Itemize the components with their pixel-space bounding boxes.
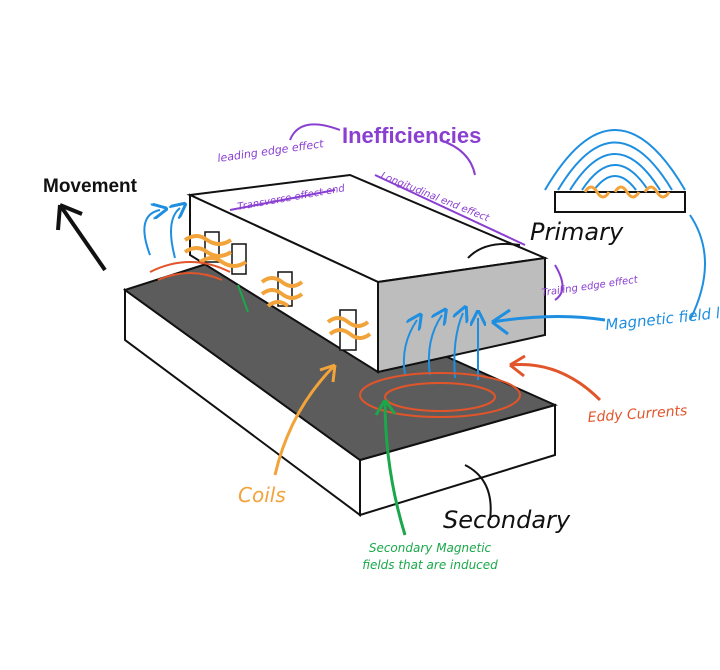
primary-label: Primary <box>530 218 624 246</box>
callout-arrows <box>229 123 706 536</box>
inefficiencies-title: Inefficiencies <box>342 123 481 148</box>
secondary-fields-label: Secondary Magnetic fields that are induc… <box>362 541 498 572</box>
movement-label: Movement <box>43 176 138 197</box>
coils-label: Coils <box>238 483 286 507</box>
secondary-fields-label-box: Secondary Magnetic fields that are induc… <box>362 541 498 572</box>
inset-field-diagram <box>544 129 686 213</box>
coil-windings <box>183 234 372 340</box>
eddy-current-arcs <box>149 261 521 418</box>
magnetic-field-lines-label: Magnetic field lines <box>605 301 720 334</box>
trailing-edge-label: Trailing edge effect <box>541 274 640 299</box>
movement-arrow <box>56 203 107 272</box>
field-lines-on-primary <box>143 208 478 380</box>
secondary-slab <box>122 256 558 517</box>
secondary-label: Secondary <box>443 506 571 534</box>
eddy-currents-label: Eddy Currents <box>587 403 688 426</box>
leading-edge-label: leading edge effect <box>217 137 325 165</box>
